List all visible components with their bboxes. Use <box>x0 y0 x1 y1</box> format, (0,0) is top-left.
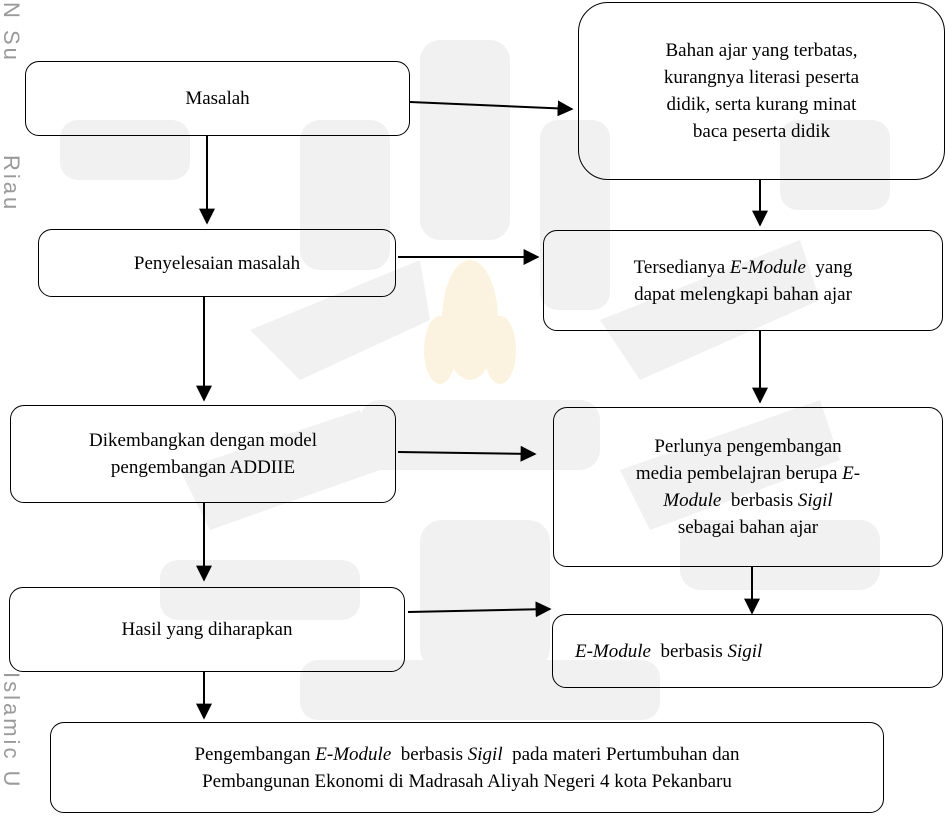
node-expected-label: Hasil yang diharapkan <box>121 619 293 640</box>
node-expected-detail-label: E-Module berbasis Sigil <box>575 640 763 662</box>
node-solution-detail: Tersedianya E-Module yang dapat melengka… <box>543 230 943 331</box>
node-expected: Hasil yang diharapkan <box>9 587 405 672</box>
node-problem-detail: Bahan ajar yang terbatas, kurangnya lite… <box>578 2 945 180</box>
node-problem-label: Masalah <box>185 88 250 109</box>
node-development-detail-label: Perlunya pengembangan media pembelajran … <box>635 436 861 538</box>
node-development-detail: Perlunya pengembangan media pembelajran … <box>553 407 943 567</box>
node-solution-label: Penyelesaian masalah <box>133 252 301 274</box>
node-development-label: Dikembangkan dengan model pengembangan A… <box>89 430 317 478</box>
sidebar-label-top: N Su <box>0 2 24 63</box>
sidebar-label-mid: Riau <box>0 155 24 213</box>
node-problem: Masalah <box>25 61 410 136</box>
node-development: Dikembangkan dengan model pengembangan A… <box>10 405 396 503</box>
node-solution-detail-label: Tersedianya E-Module yang dapat melengka… <box>633 256 853 305</box>
node-final: Pengembangan E-Module berbasis Sigil pad… <box>50 722 884 813</box>
node-solution: Penyelesaian masalah <box>38 229 396 297</box>
node-expected-detail: E-Module berbasis Sigil <box>552 614 943 688</box>
node-problem-detail-label: Bahan ajar yang terbatas, kurangnya lite… <box>663 40 860 142</box>
sidebar-label-bottom: Islamic U <box>0 672 24 790</box>
node-final-label: Pengembangan E-Module berbasis Sigil pad… <box>194 743 740 792</box>
